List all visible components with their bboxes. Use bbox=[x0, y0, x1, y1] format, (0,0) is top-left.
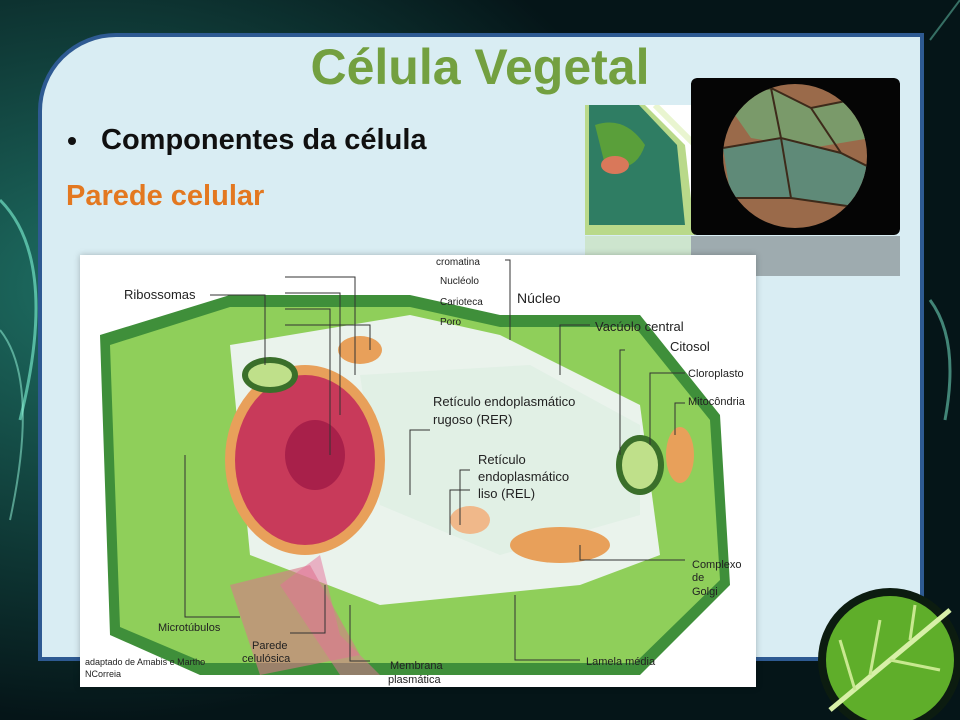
label-cloroplasto: Cloroplasto bbox=[688, 368, 744, 380]
microscope-image bbox=[691, 78, 900, 235]
label-rel-2: endoplasmático bbox=[478, 469, 569, 484]
bullet-text: Componentes da célula bbox=[101, 124, 427, 156]
section-subtitle: Parede celular bbox=[66, 180, 265, 212]
label-poro: Poro bbox=[440, 317, 462, 328]
bullet-item: Componentes da célula bbox=[68, 124, 427, 157]
label-mitocondria: Mitocôndria bbox=[688, 396, 746, 408]
label-rer-2: rugoso (RER) bbox=[433, 412, 512, 427]
label-rel-1: Retículo bbox=[478, 452, 526, 467]
label-nucleo: Núcleo bbox=[517, 290, 561, 306]
label-membrana-2: plasmática bbox=[388, 674, 441, 686]
label-microtubulos: Microtúbulos bbox=[158, 622, 221, 634]
slide-title: Célula Vegetal bbox=[310, 39, 650, 95]
label-golgi-3: Golgi bbox=[692, 586, 718, 598]
plant-cell-illustration bbox=[100, 295, 730, 675]
label-nucleolo: Nucléolo bbox=[440, 276, 479, 287]
label-ribossomas: Ribossomas bbox=[124, 287, 196, 302]
credit-line-1: adaptado de Amabis e Martho bbox=[85, 657, 205, 667]
label-vacuolo: Vacúolo central bbox=[595, 319, 684, 334]
cell-wall-thumbnail-image bbox=[585, 105, 695, 235]
label-rer-1: Retículo endoplasmático bbox=[433, 394, 575, 409]
label-parede-2: celulósica bbox=[242, 653, 291, 665]
label-carioteca: Carioteca bbox=[440, 297, 483, 308]
label-parede-1: Parede bbox=[252, 640, 287, 652]
label-golgi-2: de bbox=[692, 572, 704, 584]
label-rel-3: liso (REL) bbox=[478, 486, 535, 501]
label-golgi-1: Complexo bbox=[692, 559, 742, 571]
label-membrana-1: Membrana bbox=[390, 660, 443, 672]
label-lamela: Lamela média bbox=[586, 656, 656, 668]
leaf-decoration-icon bbox=[818, 588, 960, 720]
bullet-dot-icon bbox=[68, 136, 76, 145]
label-cromatina: cromatina bbox=[436, 257, 480, 268]
plant-cell-diagram: cromatina Nucléolo Carioteca Poro Núcleo… bbox=[80, 255, 756, 687]
credit-line-2: NCorreia bbox=[85, 669, 121, 679]
label-citosol: Citosol bbox=[670, 339, 710, 354]
